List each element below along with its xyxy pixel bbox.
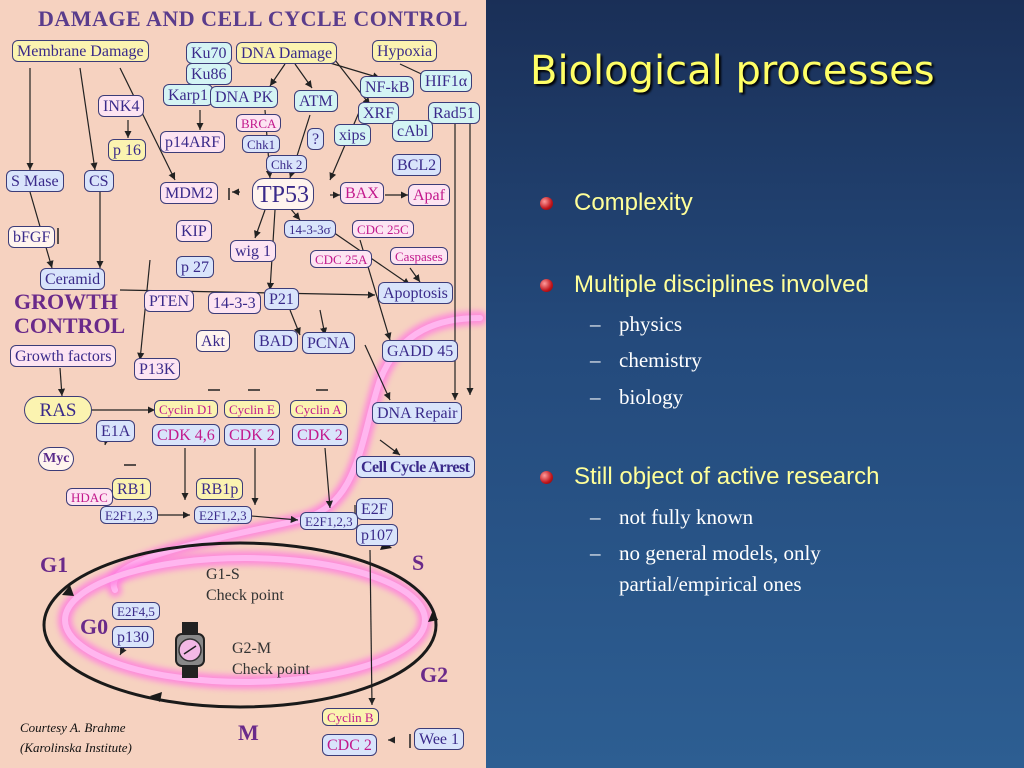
node-bfgf: bFGF xyxy=(8,226,56,248)
cell-cycle-diagram: DAMAGE AND CELL CYCLE CONTROL GROWTH CON… xyxy=(0,0,486,768)
node-wee1: Wee 1 xyxy=(414,728,465,750)
node-pten: PTEN xyxy=(144,290,194,312)
node-e2f: E2F xyxy=(356,498,393,520)
node-apaf: Apaf xyxy=(408,184,450,206)
node-pcna: PCNA xyxy=(302,332,355,354)
node-bad: BAD xyxy=(254,330,298,352)
node-cyclin-b: Cyclin B xyxy=(322,708,379,726)
bullet-dot-icon xyxy=(540,197,553,210)
node-smase: S Mase xyxy=(6,170,64,192)
node-cs: CS xyxy=(84,170,114,192)
bullet-dot-icon xyxy=(540,471,553,484)
node-ceramid: Ceramid xyxy=(40,268,106,290)
node-xips: xips xyxy=(334,124,371,146)
node-p107: p107 xyxy=(356,524,398,546)
node-brca: BRCA xyxy=(236,114,282,132)
checkpoint-g1-s: G1-S Check point xyxy=(206,566,284,604)
node-rb1p: RB1p xyxy=(196,478,244,500)
node-e1a: E1A xyxy=(96,420,136,442)
dash-icon: – xyxy=(590,385,601,409)
node-ku70: Ku70 xyxy=(186,42,232,64)
node-dna-damage: DNA Damage xyxy=(236,42,338,64)
node-p16: p 16 xyxy=(108,139,146,161)
node-atm: ATM xyxy=(294,90,338,112)
node-apoptosis: Apoptosis xyxy=(378,282,453,304)
dash-icon: – xyxy=(590,541,601,565)
node-membrane-damage: Membrane Damage xyxy=(12,40,149,62)
node-cdc25c: CDC 25C xyxy=(352,220,414,238)
node-question: ? xyxy=(307,128,325,150)
node-dna-pk: DNA PK xyxy=(210,86,279,108)
node-14-3-3: 14-3-3 xyxy=(208,292,261,314)
diagram-connectors xyxy=(26,59,486,748)
node-p130: p130 xyxy=(112,626,154,648)
watch-icon xyxy=(175,622,205,678)
growth-control-label: GROWTH CONTROL xyxy=(14,289,126,338)
node-hdac: HDAC xyxy=(66,488,113,506)
node-cdk46: CDK 4,6 xyxy=(152,424,220,446)
dash-icon: – xyxy=(590,312,601,336)
bullet-dot-icon xyxy=(540,279,553,292)
node-akt: Akt xyxy=(196,330,230,352)
node-p14arf: p14ARF xyxy=(160,131,226,153)
node-e2f123-a: E2F1,2,3 xyxy=(100,506,158,524)
courtesy-note: Courtesy A. Brahme (Karolinska Institute… xyxy=(20,720,132,755)
checkpoint-g2-m: G2-M Check point xyxy=(232,640,310,678)
inhibition-marks xyxy=(57,188,411,748)
phase-g1: G1 xyxy=(40,552,69,577)
node-rad51: Rad51 xyxy=(428,102,480,124)
node-cdk2-e: CDK 2 xyxy=(224,424,280,446)
node-cdc2: CDC 2 xyxy=(322,734,377,756)
node-p21: P21 xyxy=(264,288,299,310)
node-ku86: Ku86 xyxy=(186,63,232,85)
phase-s: S xyxy=(412,550,425,575)
node-chk1: Chk1 xyxy=(242,135,281,153)
node-cell-cycle-arrest: Cell Cycle Arrest xyxy=(356,456,475,478)
node-rb1: RB1 xyxy=(112,478,152,500)
node-growth-factors: Growth factors xyxy=(10,345,117,367)
node-p27: p 27 xyxy=(176,256,214,278)
slide-title: Biological processes xyxy=(530,48,935,94)
node-hif1a: HIF1α xyxy=(420,70,473,92)
cell-cycle-ring xyxy=(42,541,438,709)
node-cabl: cAbl xyxy=(392,120,434,142)
node-cyclin-a: Cyclin A xyxy=(290,400,347,418)
node-gadd45: GADD 45 xyxy=(382,340,459,362)
node-chk2: Chk 2 xyxy=(266,155,308,173)
node-tp53: TP53 xyxy=(252,178,315,210)
node-karp1: Karp1 xyxy=(163,84,213,106)
node-dna-repair: DNA Repair xyxy=(372,402,463,424)
node-nfkb: NF-kB xyxy=(360,76,415,98)
node-ink4: INK4 xyxy=(98,95,145,117)
node-e2f123-b: E2F1,2,3 xyxy=(194,506,252,524)
node-wig1: wig 1 xyxy=(230,240,276,262)
node-kip: KIP xyxy=(176,220,212,242)
node-bax: BAX xyxy=(340,182,384,204)
node-p13k: P13K xyxy=(134,358,181,380)
pink-cycle-path xyxy=(58,311,486,689)
dash-icon: – xyxy=(590,505,601,529)
node-ras: RAS xyxy=(24,396,92,424)
node-bcl2: BCL2 xyxy=(392,154,442,176)
node-cyclin-e: Cyclin E xyxy=(224,400,280,418)
diagram-title: DAMAGE AND CELL CYCLE CONTROL xyxy=(38,6,469,31)
node-14-3-3s: 14-3-3σ xyxy=(284,220,336,238)
node-e2f123-c: E2F1,2,3 xyxy=(300,512,358,530)
phase-g0: G0 xyxy=(80,614,109,639)
node-myc: Myc xyxy=(38,447,75,471)
node-caspases: Caspases xyxy=(390,247,448,265)
node-hypoxia: Hypoxia xyxy=(372,40,438,62)
node-cdk2-a: CDK 2 xyxy=(292,424,348,446)
node-cyclin-d1: Cyclin D1 xyxy=(154,400,218,418)
node-e2f45: E2F4,5 xyxy=(112,602,160,620)
node-mdm2: MDM2 xyxy=(160,182,219,204)
phase-g2: G2 xyxy=(420,662,449,687)
dash-icon: – xyxy=(590,348,601,372)
node-xrf: XRF xyxy=(358,102,400,124)
node-cdc25a: CDC 25A xyxy=(310,250,373,268)
phase-m: M xyxy=(238,720,259,745)
